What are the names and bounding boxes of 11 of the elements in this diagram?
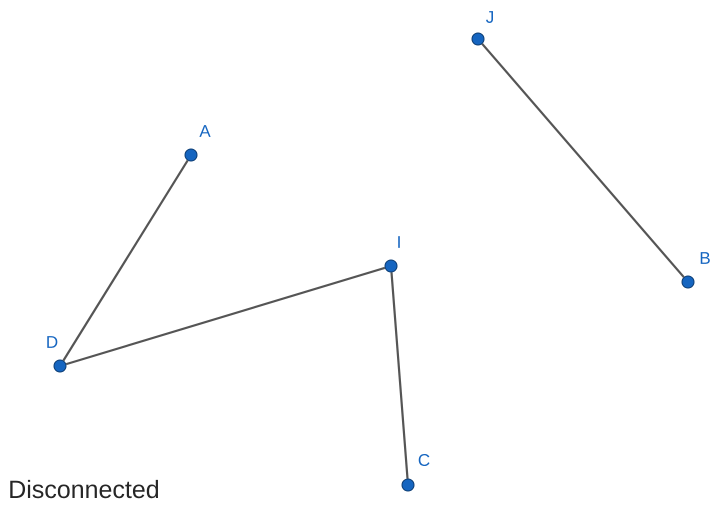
point-label: A [199,125,211,137]
point-label: D [47,336,58,348]
line-segment [62,160,189,362]
caption: Disconnected [10,480,158,498]
line-segment [481,43,685,278]
point-label: B [700,252,710,264]
point-label: I [398,236,400,248]
line-segment [66,266,386,366]
point-label: C [418,454,430,466]
point-label: J [486,11,493,23]
line-segment [390,272,409,479]
